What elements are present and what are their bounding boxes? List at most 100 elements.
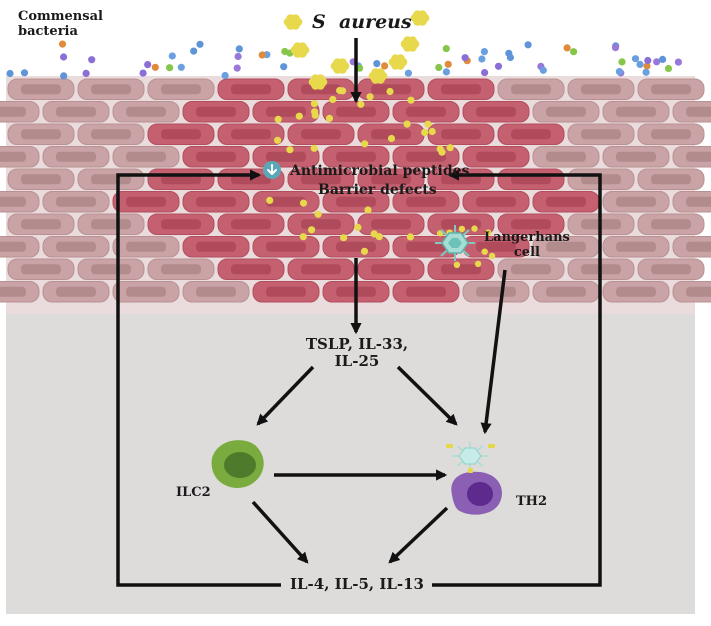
keratinocyte (532, 191, 600, 213)
keratinocyte (357, 123, 425, 145)
bacterium (364, 206, 372, 214)
bacterium (20, 69, 29, 77)
keratinocyte (357, 168, 425, 190)
keratinocyte (637, 258, 705, 280)
bacterium (258, 51, 266, 59)
keratinocyte (602, 146, 670, 168)
keratinocyte (182, 191, 250, 213)
bacterium (407, 96, 415, 104)
keratinocyte (322, 146, 390, 168)
keratinocyte (77, 168, 145, 190)
keratinocyte (392, 281, 460, 303)
bacterium (366, 93, 374, 101)
antigen-presenting-cell-icon (446, 442, 495, 473)
down-arrow-icon (263, 161, 281, 179)
commensal-bacteria (6, 40, 683, 80)
bacterium (190, 47, 198, 55)
barrier-defects-label: Barrier defects (318, 182, 437, 198)
keratinocyte (287, 258, 355, 280)
keratinocyte (42, 236, 110, 258)
bacterium (505, 49, 513, 57)
bacterium (360, 247, 369, 255)
bacterium (539, 66, 547, 74)
keratinocyte (147, 258, 215, 280)
keratinocyte (532, 281, 600, 303)
keratinocyte (462, 146, 530, 168)
bacterium (60, 53, 68, 61)
bacterium (340, 234, 348, 242)
keratinocyte (357, 258, 425, 280)
keratinocyte (252, 101, 320, 123)
bacterium (494, 62, 503, 70)
bacterium (461, 54, 469, 62)
keratinocyte (0, 281, 40, 303)
bacterium (403, 120, 411, 128)
s-aureus-label: S aureus (312, 11, 412, 33)
keratinocyte (77, 123, 145, 145)
bacterium (168, 52, 176, 60)
keratinocyte (77, 78, 145, 100)
bacterium (370, 230, 378, 238)
bacterium (563, 44, 571, 52)
keratinocyte (287, 168, 355, 190)
keratinocyte (182, 101, 250, 123)
bacterium (636, 60, 644, 68)
keratinocyte (77, 258, 145, 280)
keratinocyte (637, 78, 705, 100)
bacterium (295, 112, 303, 120)
keratinocyte (427, 78, 495, 100)
ilc2-label: ILC2 (176, 485, 211, 500)
bacterium (280, 63, 288, 71)
bacterium (659, 55, 667, 64)
bacterium (299, 233, 307, 241)
keratinocyte (0, 101, 40, 123)
arrow-langerhans-to-th2 (480, 269, 507, 435)
bacterium (274, 136, 282, 144)
keratinocyte (217, 123, 285, 145)
bacterium (421, 128, 429, 136)
bacterium (373, 60, 381, 68)
bacterium (674, 58, 683, 66)
bacterium (488, 252, 496, 260)
bacterium (196, 40, 204, 48)
bacterium (144, 61, 152, 69)
keratinocyte (112, 146, 180, 168)
bacterium (478, 55, 486, 63)
staphylococcus-cluster (410, 10, 430, 26)
staphylococcus-cluster (388, 54, 408, 70)
staphylococcus-cluster (330, 58, 350, 74)
keratinocyte (637, 168, 705, 190)
bacterium (58, 40, 67, 48)
keratinocyte (0, 236, 40, 258)
keratinocyte (497, 213, 565, 235)
bacterium (314, 210, 322, 218)
staphylococcus-cluster (290, 42, 310, 58)
bacterium (325, 114, 334, 122)
keratinocyte (182, 146, 250, 168)
bacterium (233, 64, 241, 72)
bacterium (60, 72, 68, 80)
keratinocyte (427, 123, 495, 145)
arrow-cytokines-to-ilc2 (256, 365, 315, 426)
bacterium (82, 69, 90, 77)
keratinocyte (602, 191, 670, 213)
keratinocyte (602, 236, 670, 258)
bacterium (286, 146, 294, 154)
bacterium (481, 69, 489, 77)
bacterium (481, 248, 488, 255)
staphylococcus-cluster-icon (283, 10, 430, 90)
bacterium (88, 56, 96, 64)
bacterium (299, 199, 308, 207)
keratinocyte (147, 78, 215, 100)
bacterium (474, 260, 482, 268)
keratinocyte (252, 281, 320, 303)
bacterium (177, 63, 185, 71)
bacterium (310, 100, 318, 108)
bacterium (404, 69, 412, 77)
langerhans-cell-label: Langerhans cell (484, 230, 570, 260)
keratinocyte (252, 236, 320, 258)
keratinocyte (672, 191, 711, 213)
bacterium (221, 71, 229, 80)
keratinocyte (287, 213, 355, 235)
